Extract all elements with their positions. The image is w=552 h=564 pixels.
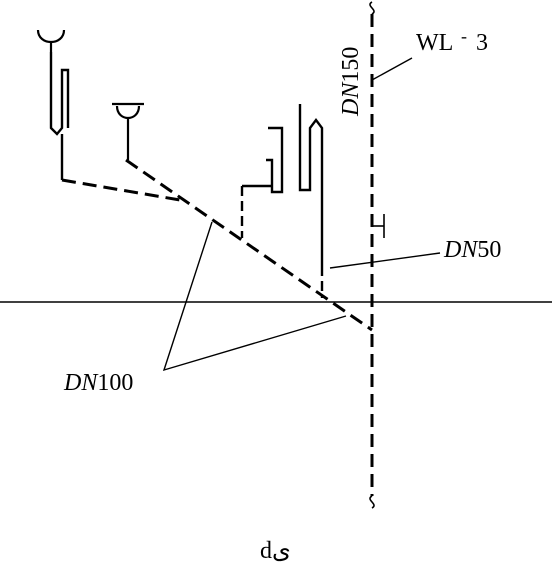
- label-wl-sup: -: [461, 26, 467, 46]
- check-port-symbol: [372, 214, 385, 238]
- figure-caption: dی: [260, 538, 291, 564]
- leader-wl3: [371, 57, 413, 81]
- label-dn150: DN150: [338, 47, 364, 117]
- label-dn100: DN100: [63, 370, 133, 396]
- label-wl: WL: [416, 30, 453, 56]
- label-wl-num: 3: [476, 30, 488, 56]
- leader-dn100: [162, 221, 347, 372]
- riser-fixture-middle: [240, 126, 284, 238]
- stack-break-top: [369, 1, 375, 15]
- floor-drain-symbol: [112, 102, 144, 160]
- branch-dn100-main: [125, 158, 373, 332]
- leader-dn50: [329, 252, 441, 269]
- label-dn50: DN50: [443, 237, 501, 263]
- stack-break-bottom: [369, 495, 375, 509]
- branch-dn100-left: [61, 178, 181, 202]
- s-trap-right: [298, 104, 324, 298]
- s-trap-left: [49, 52, 70, 180]
- fixture-funnel-left: [36, 29, 66, 52]
